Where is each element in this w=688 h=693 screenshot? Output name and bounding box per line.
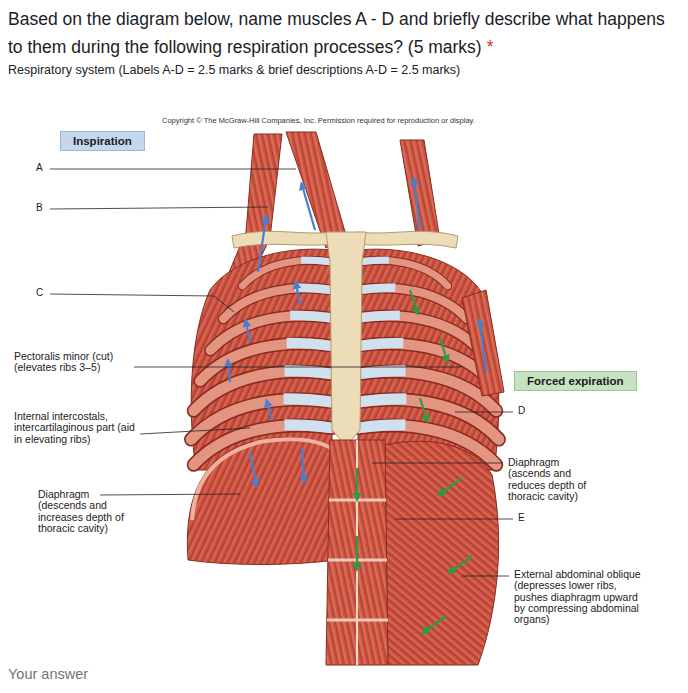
pectoralis-minor-muscle	[462, 290, 504, 396]
rectus-abdominis	[326, 440, 388, 665]
callout-letter: B	[36, 203, 43, 214]
stage-heading-box: Forced expiration	[514, 371, 637, 391]
required-asterisk: *	[487, 37, 494, 57]
question-subtitle: Respiratory system (Labels A-D = 2.5 mar…	[8, 64, 460, 78]
intercostal-muscles-left	[191, 249, 332, 470]
stage-heading-box: Inspiration	[60, 131, 145, 151]
tendinous-intersection	[327, 619, 388, 622]
callout-letter: E	[518, 513, 525, 524]
sternum	[326, 232, 366, 446]
leader-line	[462, 576, 509, 577]
movement-arrow	[356, 536, 358, 568]
rib	[242, 260, 332, 286]
movement-arrow	[450, 556, 472, 572]
muscle-label: Pectoralis minor (cut) (elevates ribs 3–…	[14, 351, 146, 374]
movement-arrow	[296, 284, 300, 304]
movement-arrow	[228, 362, 230, 382]
sternocleidomastoid-muscle	[286, 132, 348, 248]
leader-line	[50, 294, 234, 312]
movement-arrow	[250, 452, 256, 484]
movement-arrow	[356, 468, 358, 498]
movement-arrow	[302, 448, 304, 480]
linea-alba	[356, 440, 358, 665]
copyright-notice: Copyright © The McGraw-Hill Companies, I…	[162, 117, 475, 125]
muscle-label: Diaphragm (descends and increases depth …	[38, 489, 130, 534]
movement-arrow	[480, 322, 486, 372]
movement-arrow	[302, 185, 315, 230]
neck-muscle-right	[400, 140, 440, 246]
leader-line	[395, 519, 513, 520]
question-text: Based on the diagram below, name muscles…	[8, 9, 665, 57]
answer-prompt: Your answer	[8, 667, 88, 683]
movement-arrow	[440, 338, 447, 360]
movement-arrow	[246, 322, 250, 342]
callout-letter: A	[36, 163, 43, 174]
tendinous-intersection	[329, 499, 386, 502]
external-abdominal-oblique	[385, 441, 499, 665]
movement-arrow	[414, 180, 420, 230]
leader-line	[50, 207, 268, 209]
leader-line	[140, 428, 250, 434]
muscle-label: Diaphragm (ascends and reduces depth of …	[508, 457, 604, 502]
diaphragm	[187, 438, 336, 565]
movement-arrow	[440, 478, 462, 494]
stage-heading: Inspiration	[73, 134, 132, 148]
question-heading: Based on the diagram below, name muscles…	[8, 5, 676, 61]
rib	[358, 260, 448, 286]
muscle-label: External abdominal oblique (depresses lo…	[514, 569, 648, 626]
movement-arrow	[424, 616, 446, 632]
diaphragm-rim	[192, 439, 336, 520]
movement-arrow	[420, 398, 427, 420]
callout-letter: D	[518, 406, 525, 417]
muscle-label: Internal intercostals, intercartilaginou…	[14, 411, 142, 445]
leader-line	[455, 412, 513, 413]
clavicle	[358, 231, 458, 248]
movement-arrow	[267, 402, 272, 420]
movement-arrow	[258, 218, 266, 272]
leader-line	[50, 169, 296, 170]
movement-arrow	[410, 290, 417, 312]
leader-line	[134, 367, 462, 368]
leader-line	[100, 494, 240, 495]
stage-heading: Forced expiration	[527, 374, 624, 388]
clavicle	[232, 231, 335, 248]
leader-line	[372, 463, 503, 464]
callout-letter: C	[36, 288, 43, 299]
